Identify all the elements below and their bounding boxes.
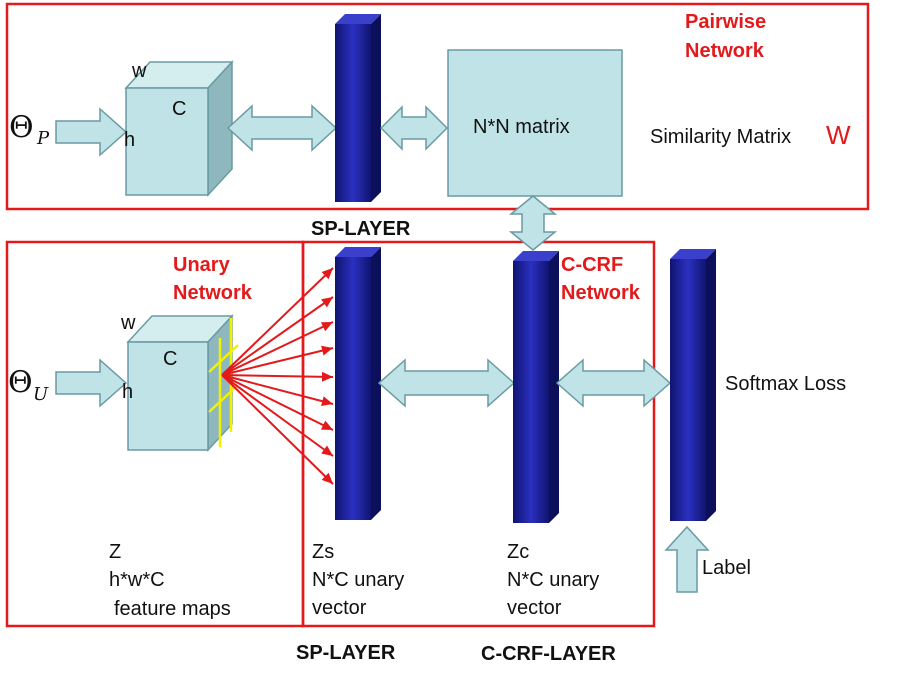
fan-arrow-line [221,374,334,457]
z-label: Z [109,541,121,563]
sp-layer-top-label: SP-LAYER [311,218,411,240]
crf-title-line2: Network [561,282,641,304]
pairwise-network-frame [5,2,870,211]
fan-arrow-line [221,267,334,376]
fan-arrow-head [321,268,333,280]
similarity-matrix-label: Similarity Matrix [650,126,791,148]
fan-arrow-head [320,322,333,332]
zs-line3: vector [312,597,367,619]
theta-u-subscript: U [33,384,49,405]
fan-arrow-line [221,347,334,376]
sp-layer-bottom-label: SP-LAYER [296,642,396,664]
fan-arrow-line [221,321,334,376]
z-description: feature maps [114,598,231,620]
unary-cube-c-label: C [163,348,177,370]
matrix-to-crf-arrow [508,195,558,251]
unary-feature-cube [126,314,234,452]
zc-line2: N*C unary [507,569,599,591]
fan-arrow-head [320,420,333,430]
unary-input-arrow [55,358,128,408]
crf-layer-bottom-label: C-CRF-LAYER [481,643,616,665]
pairwise-cube-to-sp-arrow [226,104,338,152]
theta-p-subscript: P [36,128,50,149]
crf-title-line1: C-CRF [561,254,623,276]
label-text: Label [702,557,751,579]
pairwise-feature-cube [124,60,234,197]
fan-arrow-head [321,472,333,484]
unary-cube-h-label: h [122,381,133,403]
crf-layer-bar [513,251,559,523]
unary-title-line2: Network [173,282,253,304]
fan-arrow-line [221,374,334,431]
pairwise-title-line2: Network [685,40,765,62]
nxn-matrix-label: N*N matrix [473,116,570,138]
theta-p-symbol: Θ [9,110,34,145]
nxn-matrix-box [447,49,623,197]
zs-label: Zs [312,541,334,563]
theta-u-symbol: Θ [8,365,33,400]
fan-arrow-line [221,374,334,485]
sp-to-matrix-arrow [379,105,449,151]
pairwise-cube-c-label: C [172,98,186,120]
pairwise-cube-h-label: h [124,129,135,151]
label-input-arrow [664,525,710,593]
sp-to-crf-arrow [377,358,516,408]
pairwise-cube-w-label: w [131,60,147,82]
unary-cube-w-label: w [120,312,136,334]
zs-line2: N*C unary [312,569,404,591]
fan-arrow-head [321,345,333,356]
unary-to-sp-fan-arrows [221,267,334,485]
zc-line3: vector [507,597,562,619]
fan-arrow-line [221,296,334,376]
softmax-bar [670,249,716,521]
sp-layer-top-bar [335,14,381,202]
sp-layer-bottom-bar [335,247,381,520]
unary-title-line1: Unary [173,254,231,276]
pairwise-title-line1: Pairwise [685,11,766,33]
softmax-loss-label: Softmax Loss [725,373,846,395]
similarity-matrix-symbol: W [826,120,851,150]
fan-arrow-head [321,297,333,308]
fan-arrow-line [221,374,334,405]
fan-arrow-head [321,445,333,456]
fan-arrow-line [221,374,334,378]
pairwise-input-arrow [55,107,128,157]
z-dims: h*w*C [109,569,165,591]
zc-label: Zc [507,541,529,563]
fan-arrow-head [321,396,333,407]
fan-arrow-head [321,371,333,382]
